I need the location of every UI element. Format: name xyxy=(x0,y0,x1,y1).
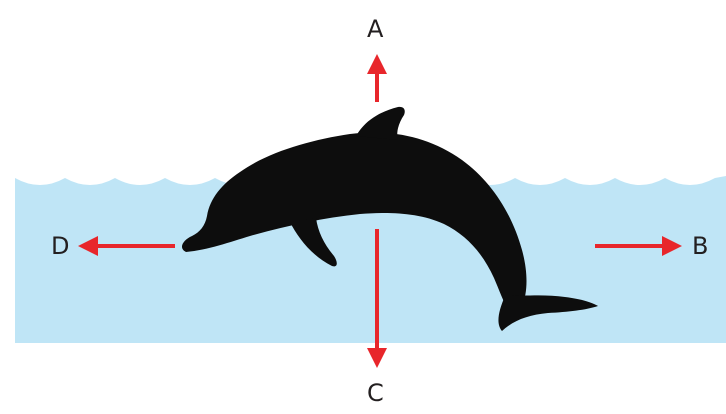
label-down: C xyxy=(367,381,384,405)
label-left: D xyxy=(51,234,69,258)
label-up: A xyxy=(367,17,383,41)
label-right: B xyxy=(692,234,708,258)
arrow-up xyxy=(367,54,387,102)
